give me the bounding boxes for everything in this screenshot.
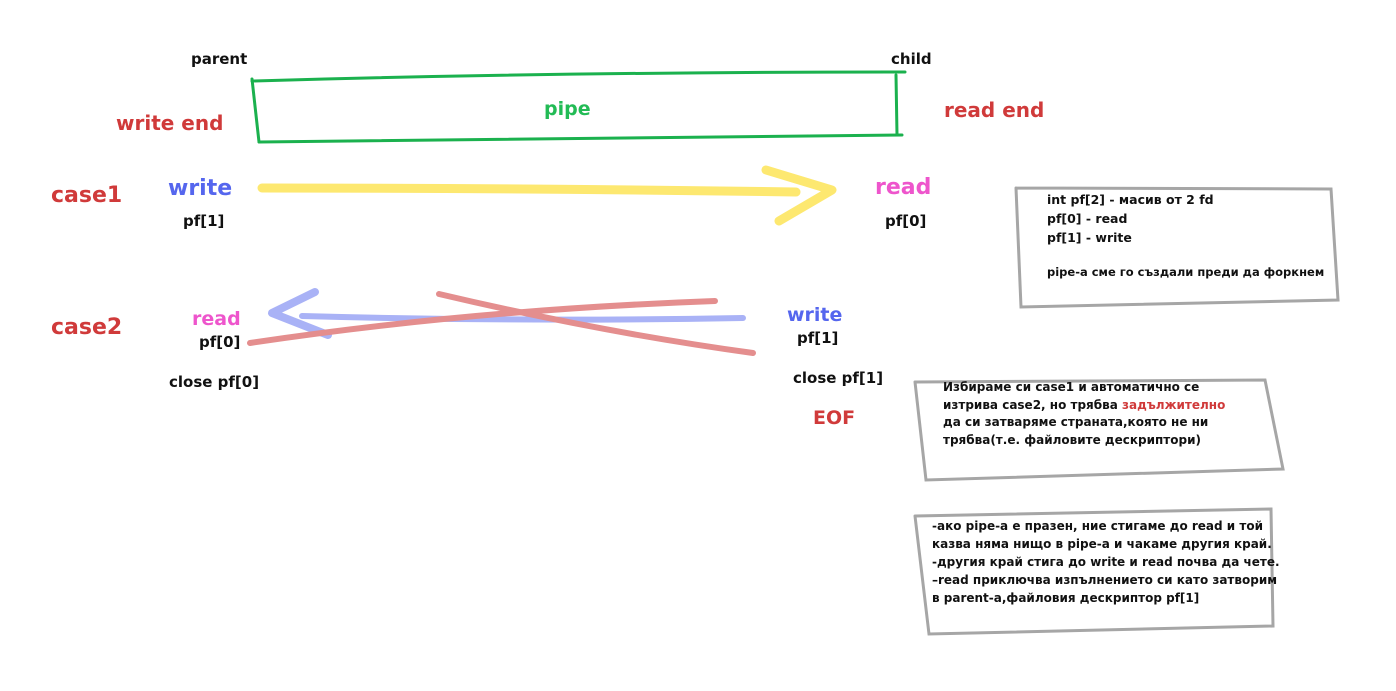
child-label: child: [891, 50, 932, 68]
note-box-borders: [913, 186, 1340, 636]
note-pipe-behaviour: -ако pipe-а е празен, ние стигаме до rea…: [932, 517, 1280, 607]
note2-line: Избираме си case1 и автоматично се: [943, 380, 1200, 394]
case2-write-fd: pf[1]: [797, 329, 839, 347]
note2-line: трябва(т.е. файловите дескриптори): [943, 432, 1201, 447]
case2-read-fd: pf[0]: [199, 333, 241, 351]
case1-read-label: read: [875, 175, 932, 200]
note1-line: int pf[2] - масив от 2 fd: [1047, 192, 1214, 207]
pipe-label: pipe: [544, 98, 591, 120]
case2-arrow: [268, 288, 746, 339]
note-pf-definition: int pf[2] - масив от 2 fd pf[0] - read p…: [1047, 190, 1324, 282]
close-write-label: close pf[1]: [793, 369, 884, 387]
eof-label: EOF: [813, 407, 856, 429]
read-end-label: read end: [944, 98, 1045, 122]
emphasis-mandatory: задължително: [1122, 397, 1226, 412]
note2-line: изтрива case2, но трябва задължително: [943, 397, 1225, 415]
pipe-box: [250, 70, 907, 144]
case1-write-fd: pf[1]: [183, 212, 225, 230]
note-case-choice: Избираме си case1 и автоматично се изтри…: [943, 379, 1225, 449]
note3-line: -ако pipe-а е празен, ние стигаме до rea…: [932, 519, 1263, 533]
note2-line: да си затваряме страната,която не ни: [943, 415, 1209, 429]
case1-write-label: write: [168, 176, 233, 201]
case2-read-label: read: [192, 308, 241, 330]
close-read-label: close pf[0]: [169, 373, 260, 391]
write-end-label: write end: [116, 111, 224, 135]
note3-line: в parent-а,файловия дескриптор pf[1]: [932, 591, 1200, 605]
note1-line: pf[1] - write: [1047, 230, 1132, 245]
parent-label: parent: [191, 50, 248, 68]
case2-label: case2: [51, 315, 123, 340]
crossed-out-mark: [247, 291, 756, 356]
note2-line-text: изтрива case2, но трябва: [943, 397, 1122, 412]
note1-line: pf[0] - read: [1047, 211, 1128, 226]
case1-arrow: [257, 165, 837, 226]
case1-read-fd: pf[0]: [885, 212, 927, 230]
case1-label: case1: [51, 183, 123, 208]
note3-line: –read приключва изпълнението си като зат…: [932, 573, 1278, 587]
note3-line: -другия край стига до write и read почва…: [932, 555, 1280, 569]
note1-line: pipe-а сме го създали преди да форкнем: [1047, 265, 1325, 279]
note3-line: казва няма нищо в pipe-а и чакаме другия…: [932, 537, 1272, 551]
case2-write-label: write: [787, 304, 843, 326]
